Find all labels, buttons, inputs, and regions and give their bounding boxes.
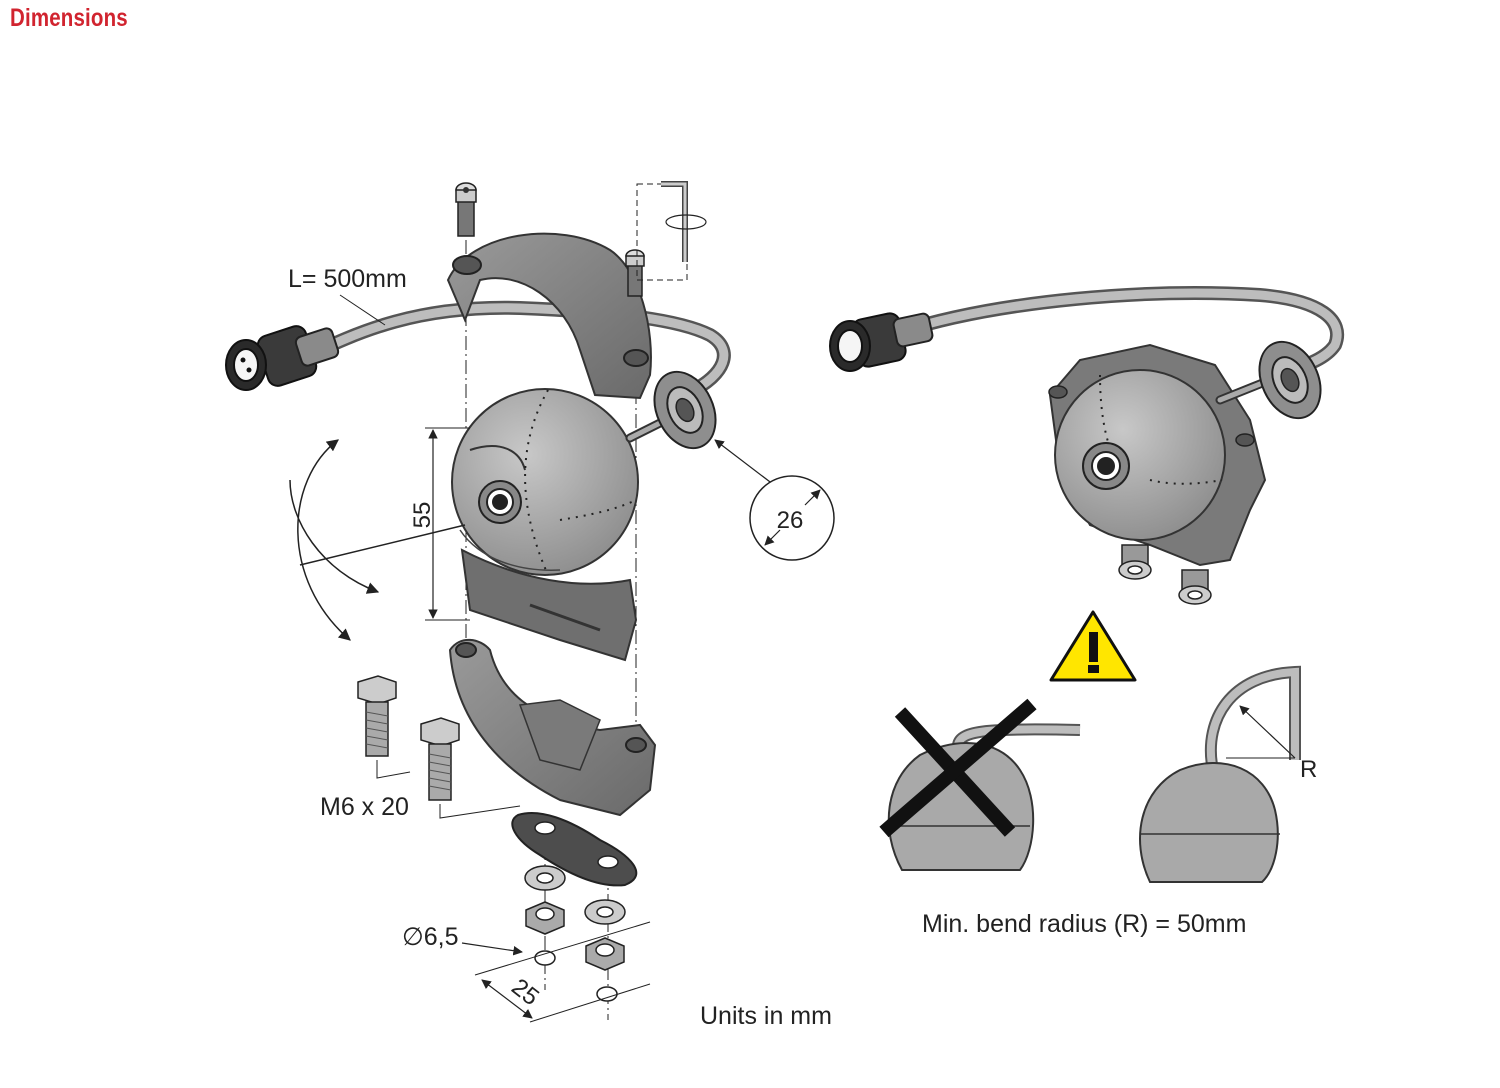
ball-height-label: 55 <box>409 502 436 529</box>
assembled-view <box>829 286 1344 605</box>
bolt-right <box>420 717 460 801</box>
cross-icon <box>879 698 1037 838</box>
bolt-left <box>357 675 397 757</box>
wrong-bend-example <box>879 698 1081 871</box>
correct-bend-example: R <box>1139 665 1317 883</box>
hole-spacing-label: 25 <box>506 973 544 1011</box>
page-title: Dimensions <box>10 4 128 32</box>
cable-length-leader <box>339 294 386 326</box>
bottom-clamp <box>448 638 657 817</box>
warning-icon <box>1049 610 1137 682</box>
bolt-spec-label: M6 x 20 <box>320 793 409 821</box>
cable-length-label: L= 500mm <box>288 265 407 293</box>
washers-nuts <box>524 865 626 1002</box>
rotation-arrows <box>289 439 466 641</box>
exploded-view: 55 26 <box>225 181 835 1023</box>
shaft-size-label: 26 <box>777 507 804 534</box>
gasket <box>511 811 638 887</box>
assembled-nuts <box>1118 544 1212 605</box>
top-screw <box>455 182 477 237</box>
cover-plate <box>460 548 638 662</box>
cable-gland <box>625 370 717 450</box>
top-clamp <box>446 232 652 400</box>
hole-dimensions: ∅6,5 25 <box>402 921 651 1023</box>
bend-radius-marker: R <box>1300 756 1317 783</box>
camera-ball <box>451 388 639 576</box>
hole-diameter-label: ∅6,5 <box>402 923 459 951</box>
ball-height-dimension: 55 <box>409 427 470 621</box>
units-note: Units in mm <box>700 1002 832 1030</box>
allen-key-icon <box>636 181 707 281</box>
side-screw <box>625 249 645 297</box>
bolt-leader-lines <box>376 760 521 819</box>
bend-radius-caption: Min. bend radius (R) = 50mm <box>922 910 1246 938</box>
cable-connector <box>225 325 340 391</box>
shaft-dimension: 26 <box>714 439 835 561</box>
